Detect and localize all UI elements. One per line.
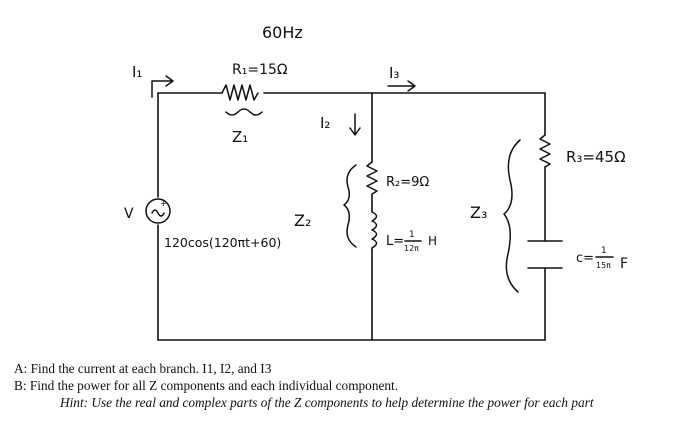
z2-brace	[343, 164, 357, 248]
inductor-value-denominator: 12π	[404, 244, 419, 253]
r1-label: R₁=15Ω	[232, 62, 288, 78]
ac-source-plus: +	[160, 199, 167, 208]
z1-brace	[225, 108, 263, 116]
i3-label: I₃	[389, 64, 399, 82]
source-expression: 120cos(120πt+60)	[164, 235, 281, 250]
i1-arrow	[151, 75, 174, 98]
frequency-label: 60Hz	[262, 23, 303, 42]
ac-source-symbol	[145, 198, 171, 224]
capacitor-label: c=	[576, 251, 594, 266]
inductor-l-symbol	[371, 211, 378, 249]
resistor-r2-symbol	[366, 161, 378, 195]
hint-text: Hint: Use the real and complex parts of …	[60, 395, 594, 410]
question-a: A: Find the current at each branch. I1, …	[14, 361, 272, 376]
i1-label: I₁	[132, 63, 142, 81]
source-voltage-label: V	[124, 206, 134, 222]
question-b: B: Find the power for all Z components a…	[14, 378, 399, 393]
r2-label: R₂=9Ω	[386, 175, 429, 190]
i2-arrow	[349, 113, 361, 136]
r3-label: R₃=45Ω	[566, 148, 626, 166]
inductor-value-numerator: 1	[409, 230, 415, 240]
inductor-label: L=	[386, 234, 404, 249]
z3-label: Z₃	[470, 203, 487, 222]
i2-label: I₂	[320, 114, 330, 132]
z3-brace	[503, 139, 521, 293]
ac-source-sine	[151, 209, 165, 217]
z1-label: Z₁	[232, 128, 248, 146]
capacitor-value-numerator: 1	[601, 246, 607, 256]
z2-label: Z₂	[294, 211, 311, 230]
inductor-unit: H	[428, 234, 437, 248]
resistor-r3-symbol	[539, 134, 551, 168]
resistor-r1-symbol	[221, 84, 259, 101]
capacitor-unit: F	[620, 256, 628, 272]
capacitor-value-denominator: 15π	[596, 261, 611, 270]
i3-arrow	[387, 80, 416, 92]
capacitor-c-symbol	[527, 240, 563, 269]
